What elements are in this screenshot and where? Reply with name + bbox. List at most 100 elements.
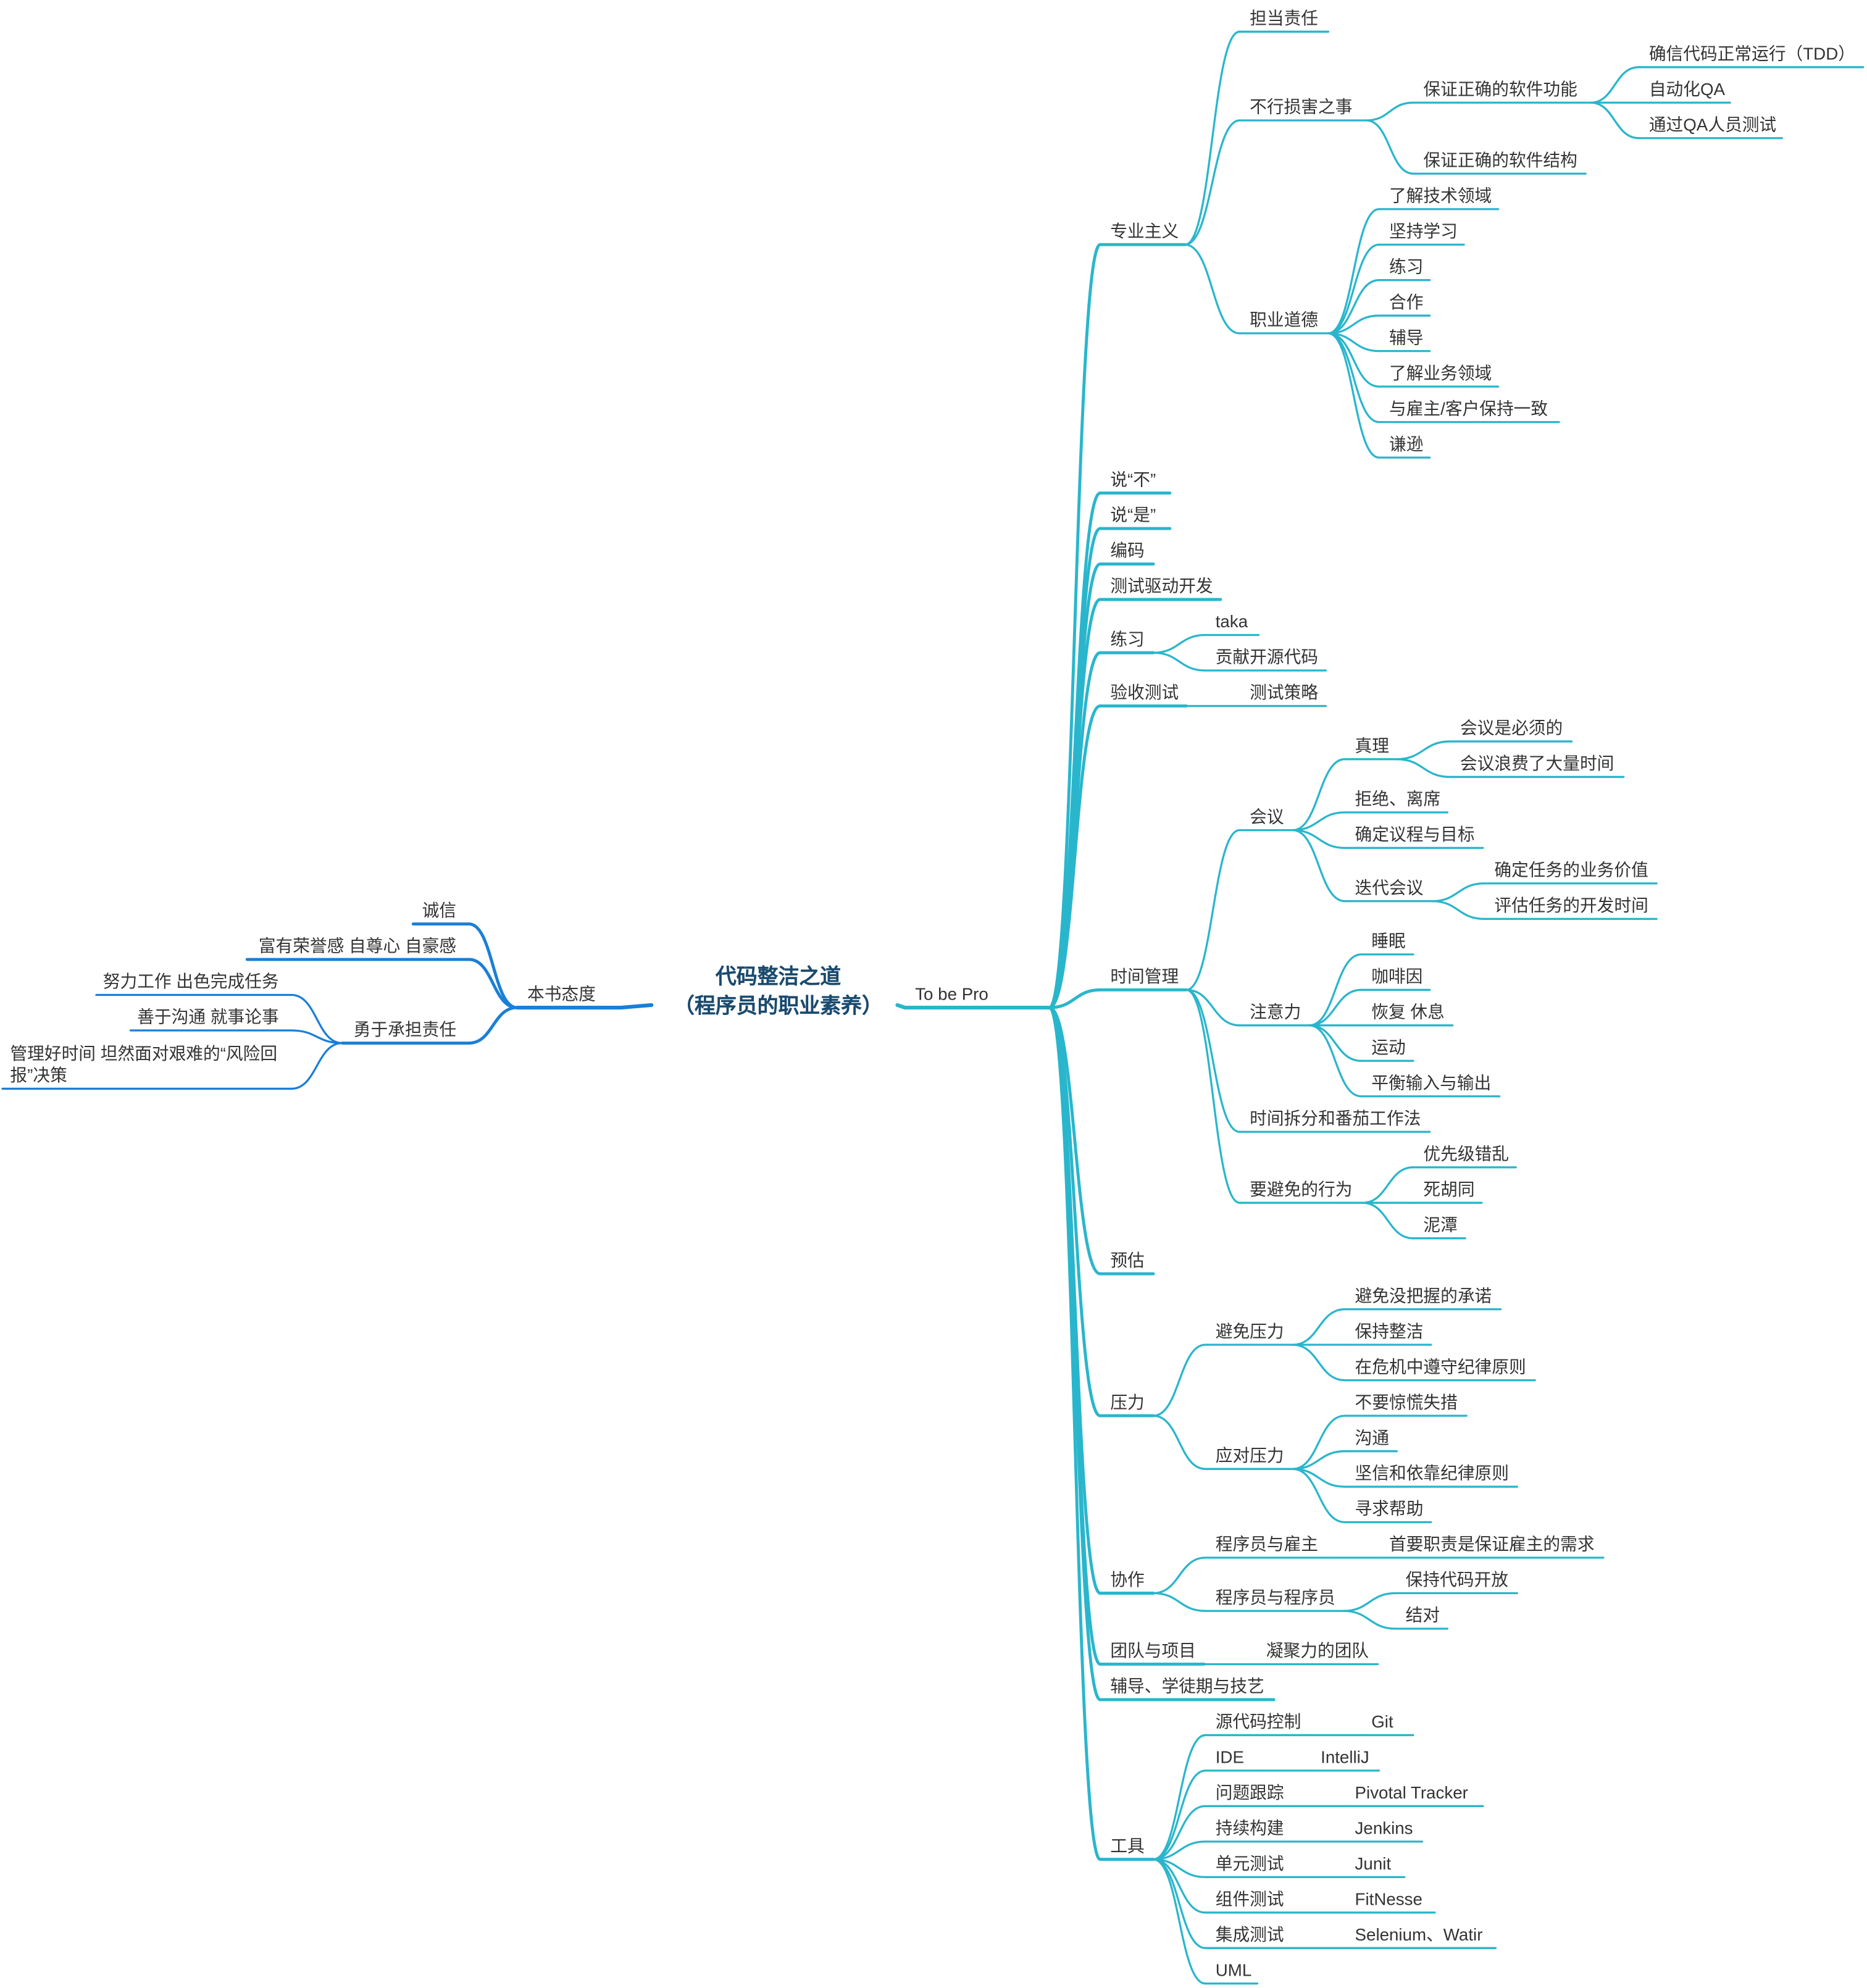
topic-node[interactable]: 保持代码开放 <box>1405 1570 1508 1590</box>
topic-node[interactable]: 平衡输入与输出 <box>1371 1073 1492 1093</box>
topic-node[interactable]: 确定议程与目标 <box>1355 825 1475 845</box>
connector-line <box>1185 829 1241 991</box>
topic-node[interactable]: 预估 <box>1110 1251 1145 1271</box>
topic-node[interactable]: 辅导、学徒期与技艺 <box>1110 1676 1264 1696</box>
topic-node[interactable]: 不行损害之事 <box>1250 98 1353 117</box>
topic-node[interactable]: 沟通 <box>1355 1428 1389 1448</box>
topic-node[interactable]: 组件测试 <box>1215 1889 1284 1909</box>
topic-node[interactable]: 凝聚力的团队 <box>1266 1641 1369 1661</box>
topic-node[interactable]: 担当责任 <box>1250 9 1319 28</box>
topic-node[interactable]: 诚信 <box>422 901 457 921</box>
topic-node[interactable]: 测试驱动开发 <box>1110 577 1213 596</box>
topic-node[interactable]: 练习 <box>1110 630 1145 649</box>
topic-node[interactable]: 会议 <box>1250 807 1284 827</box>
topic-node[interactable]: 保证正确的软件结构 <box>1423 151 1577 170</box>
topic-node[interactable]: 职业道德 <box>1250 310 1319 330</box>
topic-node[interactable]: 确信代码正常运行（TDD） <box>1648 44 1855 64</box>
topic-node[interactable]: 程序员与程序员 <box>1215 1588 1335 1608</box>
topic-node[interactable]: 死胡同 <box>1423 1180 1475 1200</box>
topic-node[interactable]: 本书态度 <box>527 985 596 1004</box>
topic-node[interactable]: FitNesse <box>1355 1889 1422 1909</box>
topic-node[interactable]: 坚信和依靠纪律原则 <box>1355 1464 1509 1483</box>
topic-node[interactable]: 测试策略 <box>1250 683 1319 703</box>
topic-node[interactable]: taka <box>1215 612 1248 632</box>
topic-node[interactable]: 保持整洁 <box>1355 1322 1424 1341</box>
topic-node[interactable]: 时间拆分和番茄工作法 <box>1250 1109 1421 1129</box>
topic-node[interactable]: 辅导 <box>1389 328 1424 348</box>
connector-line <box>1048 1006 1102 1861</box>
topic-node[interactable]: 确定任务的业务价值 <box>1494 860 1648 880</box>
topic-node[interactable]: 努力工作 出色完成任务 <box>102 972 279 992</box>
topic-node[interactable]: 练习 <box>1389 257 1424 277</box>
topic-node[interactable]: Pivotal Tracker <box>1355 1783 1468 1803</box>
topic-node[interactable]: 验收测试 <box>1110 683 1179 703</box>
topic-node[interactable]: 保证正确的软件功能 <box>1423 80 1577 99</box>
topic-node[interactable]: 评估任务的开发时间 <box>1494 896 1648 916</box>
topic-node[interactable]: 专业主义 <box>1110 222 1179 241</box>
topic-node[interactable]: 时间管理 <box>1110 967 1179 987</box>
topic-node[interactable]: 了解业务领域 <box>1389 364 1492 383</box>
topic-node[interactable]: 团队与项目 <box>1110 1641 1196 1661</box>
topic-node[interactable]: 编码 <box>1110 541 1145 561</box>
topic-node[interactable]: 寻求帮助 <box>1355 1499 1424 1519</box>
topic-node[interactable]: Git <box>1371 1712 1393 1732</box>
topic-node[interactable]: UML <box>1215 1960 1252 1980</box>
topic-node[interactable]: 真理 <box>1355 736 1389 756</box>
topic-node[interactable]: 工具 <box>1110 1836 1145 1856</box>
connector-line <box>1327 279 1380 335</box>
topic-node[interactable]: IntelliJ <box>1321 1747 1369 1767</box>
topic-node[interactable]: 集成测试 <box>1215 1925 1284 1945</box>
topic-node[interactable]: 睡眠 <box>1371 931 1406 951</box>
topic-node[interactable]: Jenkins <box>1355 1818 1413 1838</box>
topic-node[interactable]: 程序员与雇主 <box>1215 1535 1319 1554</box>
topic-node[interactable]: 管理好时间 坦然面对艰难的“风险回 报”决策 <box>10 1044 278 1085</box>
topic-node[interactable]: 富有荣誉感 自尊心 自豪感 <box>258 937 457 956</box>
topic-node[interactable]: 避免压力 <box>1215 1322 1284 1341</box>
topic-node[interactable]: 在危机中遵守纪律原则 <box>1355 1357 1526 1377</box>
topic-node[interactable]: 合作 <box>1389 293 1424 312</box>
topic-node[interactable]: 说“不” <box>1110 470 1156 490</box>
topic-node[interactable]: 咖啡因 <box>1371 967 1423 987</box>
topic-node[interactable]: 首要职责是保证雇主的需求 <box>1389 1535 1595 1554</box>
connector-line <box>1184 119 1241 246</box>
topic-node[interactable]: 谦逊 <box>1389 435 1424 454</box>
topic-node[interactable]: 优先级错乱 <box>1423 1144 1509 1164</box>
topic-node[interactable]: 善于沟通 就事论事 <box>137 1008 279 1027</box>
topic-node[interactable]: 要避免的行为 <box>1250 1180 1353 1200</box>
topic-node[interactable]: 源代码控制 <box>1215 1712 1301 1732</box>
topic-node[interactable]: 自动化QA <box>1648 80 1726 99</box>
root-topic[interactable]: 代码整洁之道 （程序员的职业素养） <box>674 966 883 1018</box>
topic-node[interactable]: 应对压力 <box>1215 1446 1284 1466</box>
connector-line <box>1342 1610 1397 1630</box>
topic-node[interactable]: 会议是必须的 <box>1460 718 1563 738</box>
topic-node[interactable]: 结对 <box>1405 1606 1440 1625</box>
topic-node[interactable]: 迭代会议 <box>1355 878 1424 898</box>
connector-line <box>1308 1024 1363 1062</box>
topic-node[interactable]: 与雇主/客户保持一致 <box>1389 399 1548 419</box>
connector-line <box>1327 332 1380 424</box>
topic-node[interactable]: 持续构建 <box>1215 1818 1284 1838</box>
topic-node[interactable]: 拒绝、离席 <box>1355 789 1441 809</box>
topic-node[interactable]: 勇于承担责任 <box>353 1020 457 1040</box>
topic-node[interactable]: 通过QA人员测试 <box>1648 115 1777 135</box>
topic-node[interactable]: Selenium、Watir <box>1355 1925 1483 1945</box>
connector-line <box>1152 1769 1206 1861</box>
topic-node[interactable]: 说“是” <box>1110 506 1156 525</box>
topic-node[interactable]: 泥潭 <box>1423 1215 1458 1235</box>
topic-node[interactable]: 避免没把握的承诺 <box>1355 1286 1492 1306</box>
topic-node[interactable]: 协作 <box>1110 1570 1145 1590</box>
topic-node[interactable]: 了解技术领域 <box>1389 186 1492 206</box>
topic-node[interactable]: IDE <box>1215 1747 1244 1767</box>
topic-node[interactable]: 不要惊慌失措 <box>1355 1393 1458 1412</box>
topic-node[interactable]: 注意力 <box>1250 1002 1301 1022</box>
topic-node[interactable]: 运动 <box>1371 1038 1406 1058</box>
topic-node[interactable]: 会议浪费了大量时间 <box>1460 754 1614 774</box>
topic-node[interactable]: 问题跟踪 <box>1215 1783 1284 1803</box>
topic-node[interactable]: Junit <box>1355 1854 1392 1874</box>
topic-node[interactable]: 单元测试 <box>1215 1854 1284 1874</box>
topic-node[interactable]: 压力 <box>1110 1393 1145 1412</box>
topic-node[interactable]: 贡献开源代码 <box>1215 648 1319 667</box>
topic-node[interactable]: 坚持学习 <box>1389 222 1458 241</box>
topic-node[interactable]: To be Pro <box>915 985 988 1004</box>
topic-node[interactable]: 恢复 休息 <box>1371 1002 1445 1022</box>
